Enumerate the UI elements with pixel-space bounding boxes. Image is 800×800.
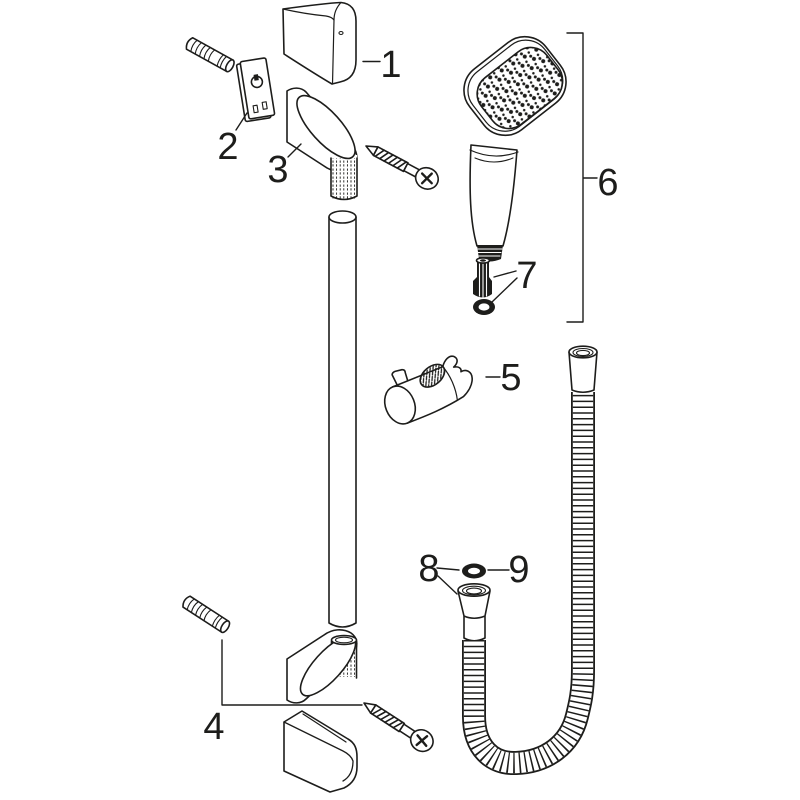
callout-6: 6 <box>597 162 618 204</box>
filter-insert <box>473 257 492 299</box>
hand-shower <box>463 35 567 262</box>
callout-3-line <box>287 143 302 158</box>
callout-8-lines <box>436 567 460 595</box>
mounting-bracket-bottom <box>286 629 358 704</box>
hose-nut-bottom <box>457 582 491 642</box>
wall-anchor-bottom <box>180 594 233 635</box>
callout-4-line <box>221 639 363 706</box>
slider-holder <box>383 355 473 425</box>
callout-3: 3 <box>267 149 288 191</box>
wall-plate <box>235 57 276 123</box>
shower-hose <box>462 392 595 775</box>
mounting-screw-top <box>359 135 444 195</box>
callout-4: 4 <box>203 706 224 748</box>
callout-9: 9 <box>508 549 529 591</box>
callout-2-line <box>235 112 248 131</box>
wall-bar <box>328 210 357 628</box>
callout-8: 8 <box>418 548 439 590</box>
mounting-bracket-top <box>286 87 358 201</box>
filter-o-ring <box>473 299 495 315</box>
mounting-screw-bottom <box>357 692 439 757</box>
callout-6-bracket <box>566 32 598 323</box>
wall-anchor-top <box>183 35 237 74</box>
callout-7: 7 <box>516 255 537 297</box>
hose-o-ring <box>462 563 486 579</box>
cover-clip-bottom <box>283 710 358 793</box>
callout-1: 1 <box>380 44 401 86</box>
callout-2: 2 <box>217 126 238 168</box>
callout-7-lines <box>491 270 518 303</box>
cover-cap-top <box>282 1 357 85</box>
callout-5: 5 <box>500 357 521 399</box>
hose-nut-top <box>568 345 598 394</box>
